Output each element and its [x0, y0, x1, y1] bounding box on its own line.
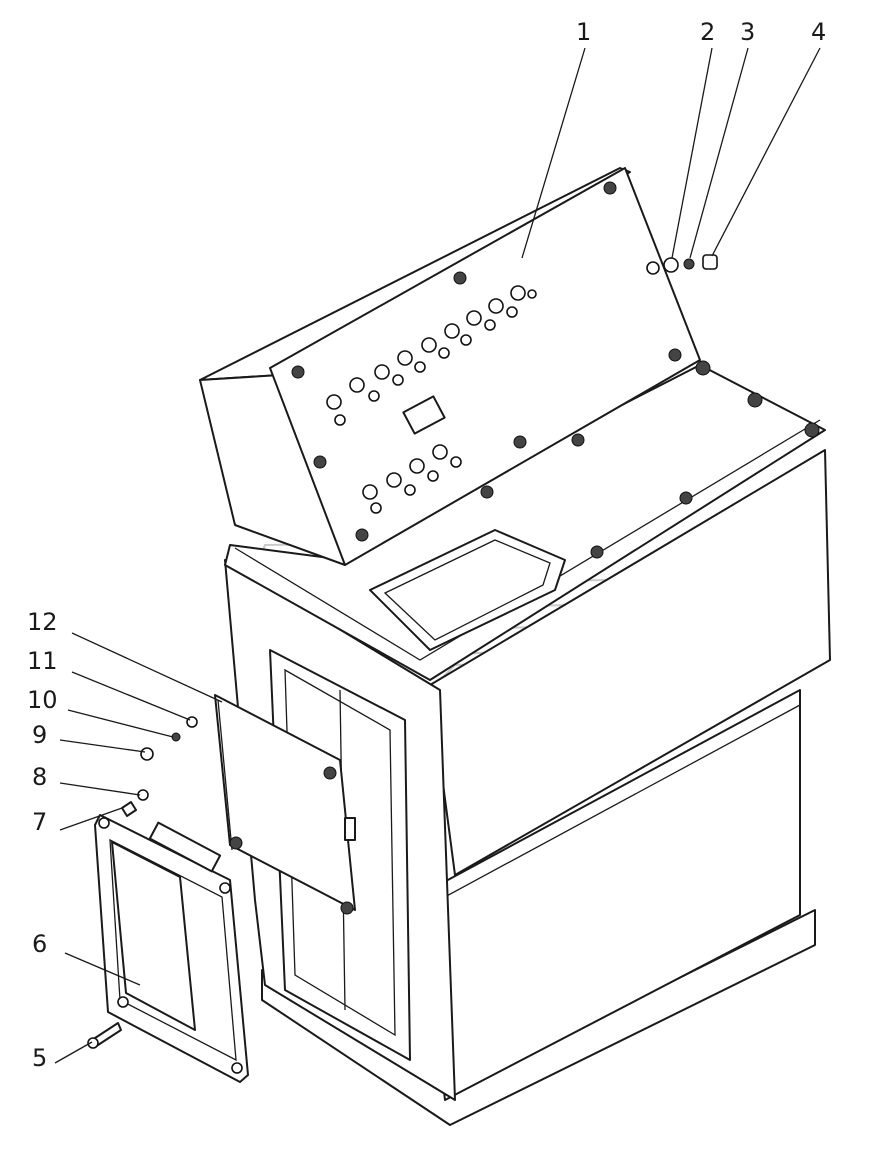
- callout-11: 11: [27, 647, 58, 675]
- callout-7: 7: [32, 808, 47, 836]
- ring-part-2: [663, 257, 679, 273]
- washer-part: [646, 261, 660, 275]
- base-plinth: [261, 909, 816, 1126]
- panel-bolt: [603, 181, 617, 195]
- callout-12: 12: [27, 608, 58, 636]
- callout-5: 5: [32, 1044, 47, 1072]
- right-side-face: [429, 449, 831, 876]
- callout-2: 2: [700, 18, 715, 46]
- cap-part-4: [702, 254, 718, 270]
- nut-10: [171, 732, 181, 742]
- panel-bolt: [313, 455, 327, 469]
- leader-lines: [54, 47, 821, 1064]
- top-hatch: [369, 529, 566, 651]
- panel-bolt: [668, 348, 682, 362]
- callout-10: 10: [27, 686, 58, 714]
- callout-3: 3: [740, 18, 755, 46]
- control-panel: [199, 167, 701, 566]
- callout-1: 1: [576, 18, 591, 46]
- toggle-switch-row-lower: [362, 444, 462, 514]
- callout-6: 6: [32, 930, 47, 958]
- cover-plate: [214, 694, 356, 915]
- panel-bolt: [355, 528, 369, 542]
- indicator-parts: [646, 254, 718, 275]
- toggle-switch-row-upper: [326, 285, 537, 426]
- plate-tab: [344, 817, 356, 841]
- panel-bolt: [291, 365, 305, 379]
- screw-7: [121, 801, 137, 817]
- callout-8: 8: [32, 763, 47, 791]
- washer-11: [186, 716, 198, 728]
- callout-4: 4: [811, 18, 826, 46]
- callout-labels: 1 2 3 4 5 6 7 8 9 10 11 12: [27, 18, 826, 1072]
- display-window: [402, 395, 446, 435]
- callout-9: 9: [32, 721, 47, 749]
- control-panel-face: [269, 167, 701, 566]
- terminal-strip: [148, 821, 222, 873]
- screw-head-9: [140, 747, 154, 761]
- panel-bolt: [453, 271, 467, 285]
- mounting-frame: [94, 814, 249, 1083]
- panel-bolt: [513, 435, 527, 449]
- deck-bolts: [480, 360, 820, 559]
- fasteners: [87, 716, 198, 1049]
- nut-part-3: [683, 258, 695, 270]
